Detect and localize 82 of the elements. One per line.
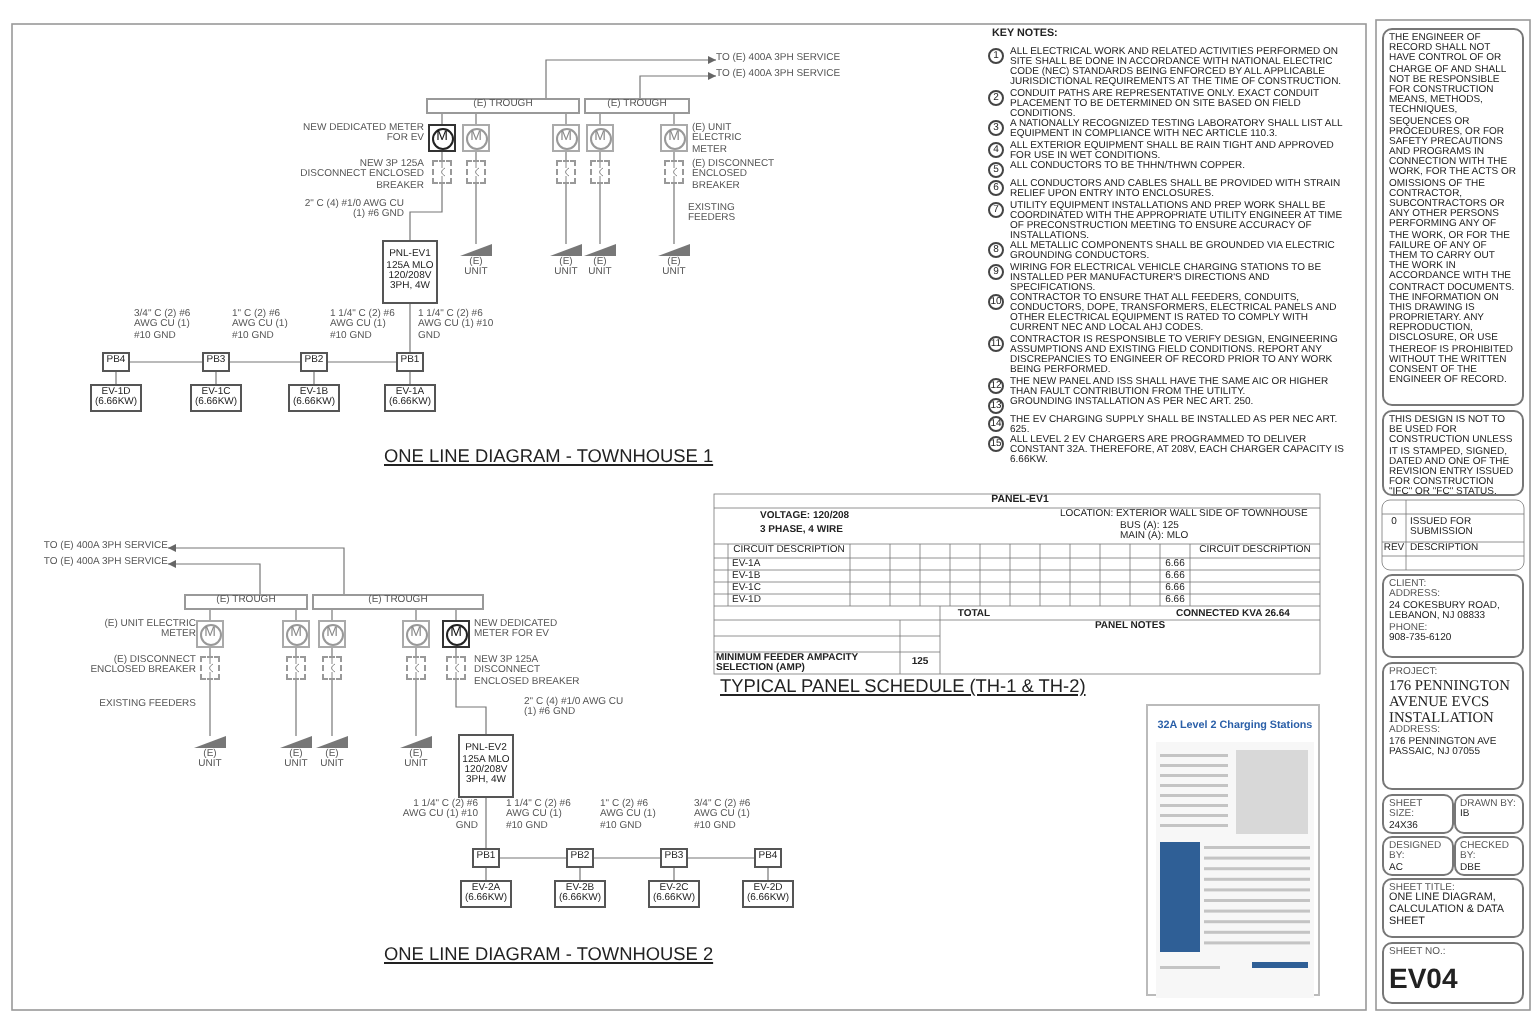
load-symbol (550, 244, 582, 256)
wire-line (455, 609, 457, 621)
title-block-panel (1382, 662, 1524, 790)
wire-line (673, 113, 675, 125)
disconnect-symbol (446, 656, 466, 680)
wire-line (673, 151, 675, 161)
wire-line (295, 647, 297, 657)
title-block-panel (1382, 836, 1453, 876)
wire-line (415, 609, 417, 621)
load-symbol (194, 736, 226, 748)
wire-line (331, 679, 333, 737)
wire-line (767, 867, 769, 881)
wire-line (129, 361, 203, 363)
sheet-number: EV04 (1389, 964, 1460, 995)
disconnect-symbol (556, 160, 576, 184)
wire-line (565, 151, 567, 161)
disconnect-symbol (466, 160, 486, 184)
drawing-caption: ONE LINE DIAGRAM - TOWNHOUSE 2 (384, 946, 716, 966)
disconnect-symbol (322, 656, 342, 680)
wire-line (475, 183, 477, 245)
wire-line (313, 371, 315, 385)
wire-line (295, 679, 297, 737)
disconnect-symbol (432, 160, 452, 184)
wire-line (485, 867, 487, 881)
disconnect-symbol (286, 656, 306, 680)
wire-line (565, 113, 567, 125)
wire-line (209, 679, 211, 737)
title-block-panel (1382, 28, 1524, 406)
wire-line (409, 303, 411, 353)
disconnect-symbol (406, 656, 426, 680)
load-symbol (280, 736, 312, 748)
wire-line (599, 183, 601, 245)
wire-line (229, 361, 301, 363)
arrow (639, 72, 717, 99)
wire-line (565, 183, 567, 245)
wire-line (673, 867, 675, 881)
wire-line (673, 183, 675, 245)
wire-line (331, 647, 333, 657)
wire-line (415, 679, 417, 737)
wire-line (441, 113, 443, 125)
wire-line (409, 371, 411, 385)
wire-line (475, 151, 477, 161)
drawing-caption: TYPICAL PANEL SCHEDULE (TH-1 & TH-2) (720, 678, 1088, 698)
wire-line (441, 151, 443, 161)
wire-line (475, 113, 477, 125)
wire-line (327, 361, 397, 363)
wire-line (215, 371, 217, 385)
wire-line (209, 647, 211, 657)
load-symbol (400, 736, 432, 748)
load-symbol (316, 736, 348, 748)
wire-line (499, 857, 567, 859)
wire-line (593, 857, 661, 859)
arrow (167, 560, 261, 595)
title-block-panel (1453, 836, 1524, 876)
wire-line (409, 183, 443, 241)
wire-line (209, 609, 211, 621)
wire-line (599, 113, 601, 125)
load-symbol (658, 244, 690, 256)
disconnect-symbol (590, 160, 610, 184)
title-block-panel (1382, 942, 1524, 1004)
wire-line (687, 857, 755, 859)
wire-line (485, 797, 487, 849)
title-block-panel (1453, 794, 1524, 834)
drawing-caption: ONE LINE DIAGRAM - TOWNHOUSE 1 (384, 448, 716, 468)
wire-line (295, 609, 297, 621)
title-block-panel (1382, 574, 1524, 658)
wire-line (455, 679, 487, 735)
load-symbol (460, 244, 492, 256)
title-block-panel (1382, 878, 1524, 938)
disconnect-symbol (664, 160, 684, 184)
wire-line (455, 647, 457, 657)
load-symbol (584, 244, 616, 256)
wire-line (331, 609, 333, 621)
title-block-panel (1382, 794, 1453, 834)
arrow (167, 544, 345, 595)
wire-line (579, 867, 581, 881)
datasheet-card (1146, 704, 1320, 996)
wire-line (115, 371, 117, 385)
wire-line (415, 647, 417, 657)
disconnect-symbol (200, 656, 220, 680)
arrow (545, 56, 717, 99)
wire-line (599, 151, 601, 161)
